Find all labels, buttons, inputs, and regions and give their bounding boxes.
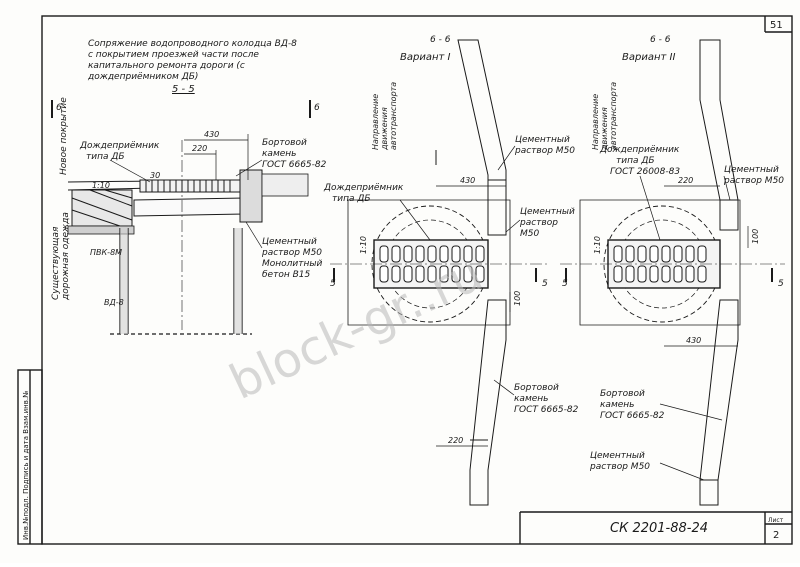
sheet-frame (17, 15, 793, 545)
mortar-bottom-label-var2: Цементный (590, 451, 645, 461)
cut-mark-5-left-var1: 5 (330, 279, 336, 289)
inlet-label-var2: Дождеприёмник (599, 145, 680, 155)
traffic-direction-label: движения (380, 107, 389, 151)
section-5-5-view: 6 6 (51, 97, 327, 335)
slope-1-10-left: 1:10 (92, 181, 110, 190)
title-line: капитального ремонта дороги (с (88, 61, 245, 71)
traffic-direction-label: автотранспорта (609, 82, 618, 150)
dim-100-var2: 100 (751, 229, 760, 244)
curb-label-var2: камень (600, 400, 634, 410)
mortar-top-label-var2: Цементный (724, 165, 779, 175)
existing-road-label: Существующая (51, 226, 61, 300)
curb-label: Бортовой (262, 138, 307, 148)
inlet-label: Дождеприёмник (79, 141, 160, 151)
mortar-mid-label-var1: Цементный (520, 207, 575, 217)
sheet-label: Лист (768, 517, 784, 524)
cut-mark-6-right: 6 (314, 103, 320, 113)
section-label-6-6-right: 6 - 6 (650, 35, 671, 45)
well-shaft-vd8 (110, 228, 252, 335)
dim-430-var1: 430 (460, 176, 475, 185)
curb-label-var1: ГОСТ 6665-82 (514, 405, 579, 415)
variant-2-label: Вариант II (622, 52, 675, 63)
title-line: дождеприёмником ДБ) (87, 72, 198, 82)
traffic-direction-label: Направление (371, 94, 380, 150)
curb-label-var1: Бортовой (514, 383, 559, 393)
curb-label: ГОСТ 6665-82 (262, 160, 327, 170)
vd8-label: ВД-8 (104, 298, 124, 307)
curb-strip-var1 (457, 39, 507, 506)
inlet-label: типа ДБ (86, 152, 125, 162)
dim-430-left: 430 (204, 130, 219, 139)
title-line: с покрытием проезжей части после (88, 50, 259, 60)
concrete-label: Монолитный (262, 259, 322, 269)
concrete-label: бетон В15 (262, 270, 310, 280)
sheet-top-number: 51 (770, 20, 783, 31)
side-stamp-text: Инв.№подл. Подпись и дата Взам.инв.№ (22, 391, 30, 540)
new-coating-label: Новое покрытие (59, 97, 69, 175)
mortar-bottom-label-var2: раствор М50 (589, 462, 650, 472)
traffic-direction-label: автотранспорта (389, 82, 398, 150)
pvk-label: ПВК-8М (90, 248, 122, 257)
curb-label-var1: камень (514, 394, 548, 404)
dim-220-var2: 220 (678, 176, 693, 185)
slope-1-10-var2: 1:10 (593, 236, 602, 254)
inlet-label-var2: типа ДБ (616, 156, 655, 166)
mortar-mid-label-var1: М50 (520, 229, 539, 239)
inlet-label-var1: Дождеприёмник (323, 183, 404, 193)
inlet-label-var1: типа ДБ (332, 194, 371, 204)
cut-mark-5-right-var2: 5 (778, 279, 784, 289)
dim-30-left: 30 (150, 171, 160, 180)
slope-1-10-var1: 1:10 (359, 236, 368, 254)
existing-road-label: дорожная одежда (61, 212, 71, 301)
title-line: Сопряжение водопроводного колодца ВД-8 (88, 39, 297, 49)
cut-mark-5-right-var1: 5 (542, 279, 548, 289)
section-label-5-5: 5 - 5 (172, 84, 195, 95)
dim-220-left: 220 (192, 144, 207, 153)
mortar-label: Цементный (262, 237, 317, 247)
variant-1-label: Вариант I (400, 52, 451, 63)
document-code: СК 2201-88-24 (610, 521, 708, 536)
traffic-direction-label: движения (600, 107, 609, 151)
curb-label: камень (262, 149, 296, 159)
mortar-label: раствор М50 (261, 248, 322, 258)
section-label-6-6-left: 6 - 6 (430, 35, 451, 45)
mortar-top-label-var2: раствор М50 (723, 176, 784, 186)
variant-1-view: 6 - 6 Вариант I Направление движения авт… (323, 35, 579, 506)
dim-220-var1: 220 (448, 436, 463, 445)
side-stamp: Инв.№подл. Подпись и дата Взам.инв.№ (22, 391, 30, 540)
inlet-grate-section (133, 179, 245, 217)
curb-stone-section (239, 169, 263, 223)
curb-label-var2: ГОСТ 6665-82 (600, 411, 665, 421)
sheet-number: 2 (773, 530, 779, 541)
traffic-direction-label: Направление (591, 94, 600, 150)
variant-2-view: 6 - 6 Вариант II Направление движения ав… (560, 35, 785, 506)
cut-mark-6-left: 6 (56, 103, 62, 113)
inlet-label-var2: ГОСТ 26008-83 (610, 167, 680, 177)
curb-label-var2: Бортовой (600, 389, 645, 399)
dim-100-var1: 100 (513, 291, 522, 306)
mortar-mid-label-var1: раствор (519, 218, 558, 228)
dim-430-var2: 430 (686, 336, 701, 345)
mortar-top-label-var1: раствор М50 (514, 146, 575, 156)
mortar-top-label-var1: Цементный (515, 135, 570, 145)
drawing-title: Сопряжение водопроводного колодца ВД-8 с… (87, 39, 297, 95)
cut-mark-5-left-var2: 5 (562, 279, 568, 289)
